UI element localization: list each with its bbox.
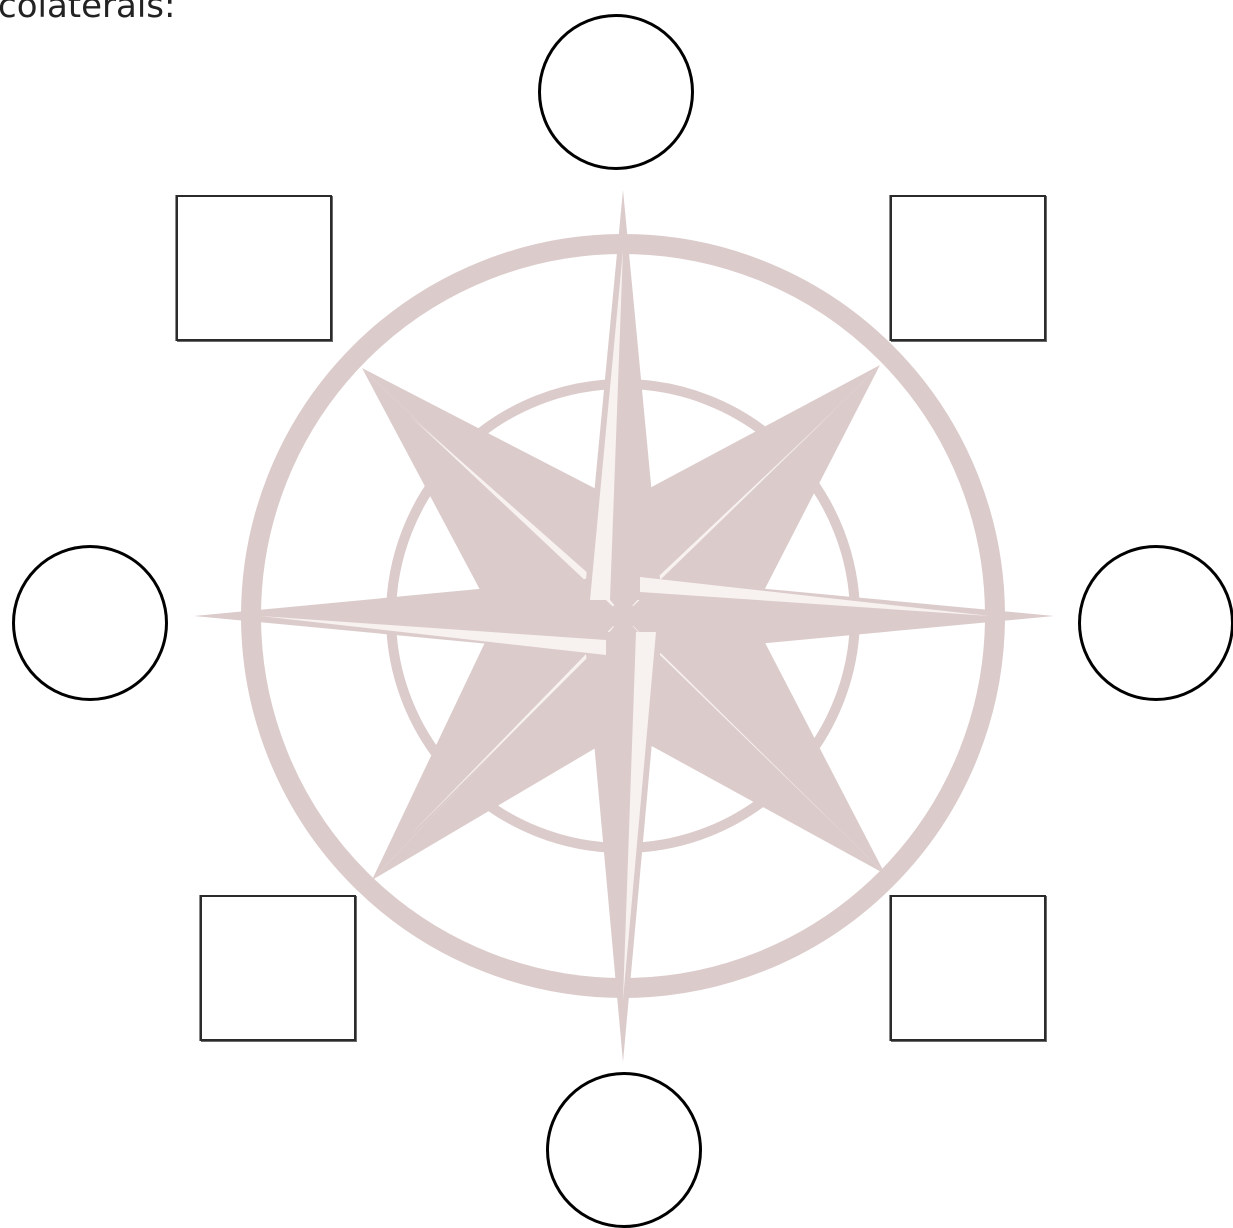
southwest-answer-box[interactable]	[200, 895, 356, 1041]
southeast-answer-box[interactable]	[890, 895, 1046, 1041]
northeast-answer-box[interactable]	[890, 195, 1046, 341]
south-answer-circle[interactable]	[546, 1072, 702, 1228]
east-answer-circle[interactable]	[1078, 545, 1233, 701]
compass-center	[609, 602, 637, 630]
west-answer-circle[interactable]	[12, 545, 168, 701]
northwest-answer-box[interactable]	[176, 195, 332, 341]
north-answer-circle[interactable]	[538, 14, 694, 170]
